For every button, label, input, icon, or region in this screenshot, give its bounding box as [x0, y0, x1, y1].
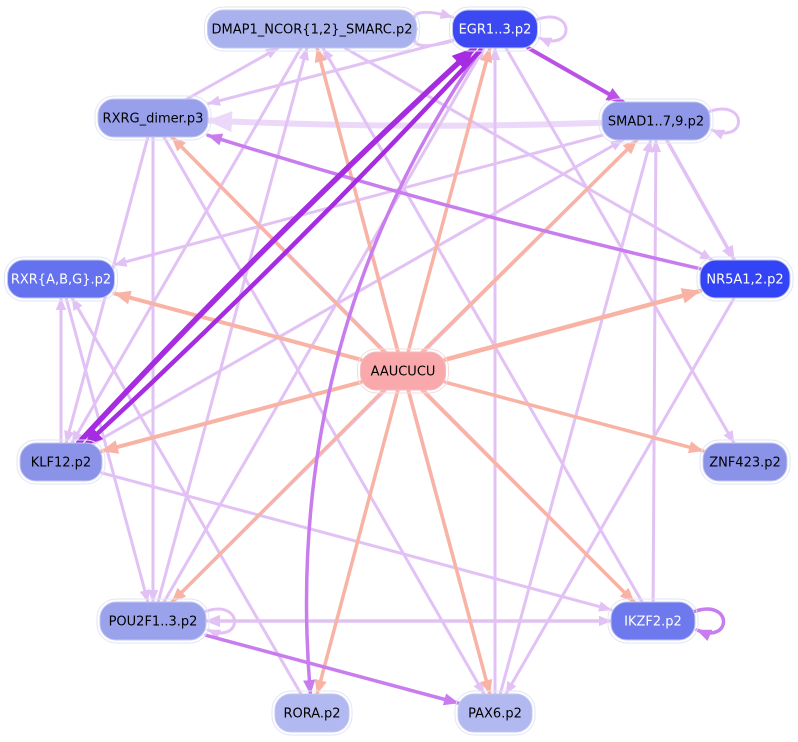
node-box: [452, 9, 538, 49]
node-label: AAUCUCU: [371, 365, 436, 380]
edge-aaucucu-pou2f1: [170, 388, 386, 604]
node-label: RORA.p2: [283, 707, 340, 722]
edge-aaucucu-rxr: [112, 290, 363, 362]
node-rxr[interactable]: RXR{A,B,G}.p2: [4, 256, 118, 302]
node-aaucucu[interactable]: AAUCUCU: [357, 348, 449, 394]
edge-aaucucu-rxrg: [170, 135, 386, 354]
node-smad[interactable]: SMAD1..7,9.p2: [598, 98, 714, 144]
node-box: [699, 259, 791, 299]
edge-egr1-smad: [526, 46, 625, 104]
node-klf12[interactable]: KLF12.p2: [16, 439, 106, 485]
node-box: [19, 442, 103, 482]
edge-egr1-klf12: [82, 48, 483, 448]
edge-aaucucu-rora: [314, 388, 400, 696]
node-box: [207, 9, 417, 49]
node-box: [97, 98, 209, 138]
node-znf423[interactable]: ZNF423.p2: [699, 439, 791, 485]
node-rxrg[interactable]: RXRG_dimer.p3: [94, 95, 212, 141]
node-label: DMAP1_NCOR{1,2}_SMARC.p2: [212, 23, 413, 38]
self-loop-ikzf2: [691, 607, 726, 642]
edge-aaucucu-dmap1: [314, 46, 400, 354]
node-label: RXRG_dimer.p3: [103, 112, 204, 127]
node-halo: [16, 439, 106, 485]
node-rora[interactable]: RORA.p2: [271, 690, 353, 736]
edge-egr1-rxrg: [206, 38, 454, 106]
node-halo: [454, 690, 536, 736]
node-label: KLF12.p2: [31, 456, 91, 471]
node-halo: [449, 6, 541, 52]
node-halo: [357, 348, 449, 394]
node-box: [610, 601, 696, 641]
edge-pou2f1-pax6: [204, 633, 460, 706]
node-ikzf2[interactable]: IKZF2.p2: [607, 598, 699, 644]
node-label: ZNF423.p2: [709, 456, 781, 471]
node-label: PAX6.p2: [468, 707, 522, 722]
edge-dmap1-klf12: [70, 46, 303, 445]
node-label: SMAD1..7,9.p2: [608, 115, 704, 130]
node-pax6[interactable]: PAX6.p2: [454, 690, 536, 736]
edge-nr5a1-pax6: [504, 296, 736, 696]
node-label: POU2F1..3.p2: [109, 615, 198, 630]
self-loop-smad: [706, 107, 740, 140]
node-halo: [96, 598, 210, 644]
node-halo: [4, 256, 118, 302]
edge-aaucucu-pax6: [406, 388, 493, 696]
node-egr1[interactable]: EGR1..3.p2: [449, 6, 541, 52]
edge-smad-rxrg: [205, 111, 605, 133]
node-halo: [204, 6, 420, 52]
node-box: [601, 101, 711, 141]
edge-smad-nr5a1: [664, 138, 737, 262]
self-loop-egr1: [534, 15, 568, 48]
node-halo: [94, 95, 212, 141]
node-label: RXR{A,B,G}.p2: [11, 273, 111, 288]
self-loop-pou2f1: [202, 607, 236, 640]
edge-ikzf2-smad: [650, 138, 662, 604]
edge-aaucucu-smad: [420, 138, 639, 354]
edge-egr1-znf423: [504, 46, 736, 445]
node-label: NR5A1,2.p2: [706, 273, 783, 288]
node-halo: [696, 256, 794, 302]
node-halo: [271, 690, 353, 736]
node-box: [702, 442, 788, 482]
edge-egr1-rora: [303, 46, 484, 696]
edge-ikzf2-dmap1: [321, 46, 644, 604]
edge-pou2f1-egr1: [162, 46, 486, 604]
node-dmap1[interactable]: DMAP1_NCOR{1,2}_SMARC.p2: [204, 6, 420, 52]
node-label: IKZF2.p2: [624, 615, 682, 630]
node-nr5a1[interactable]: NR5A1,2.p2: [696, 256, 794, 302]
node-box: [457, 693, 533, 733]
node-box: [99, 601, 207, 641]
edge-aaucucu-znf423: [443, 380, 705, 454]
edge-klf12-egr1: [75, 45, 478, 446]
node-box: [274, 693, 350, 733]
node-halo: [607, 598, 699, 644]
node-halo: [699, 439, 791, 485]
edge-aaucucu-ikzf2: [420, 388, 636, 604]
node-pou2f1[interactable]: POU2F1..3.p2: [96, 598, 210, 644]
node-box: [7, 259, 115, 299]
edge-aaucucu-nr5a1: [443, 288, 703, 362]
edge-aaucucu-egr1: [406, 46, 493, 354]
node-label: EGR1..3.p2: [459, 23, 532, 38]
edge-rxrg-dmap1: [185, 46, 280, 101]
edge-nr5a1-rxrg: [206, 133, 702, 271]
node-halo: [598, 98, 714, 144]
node-box: [360, 351, 446, 391]
